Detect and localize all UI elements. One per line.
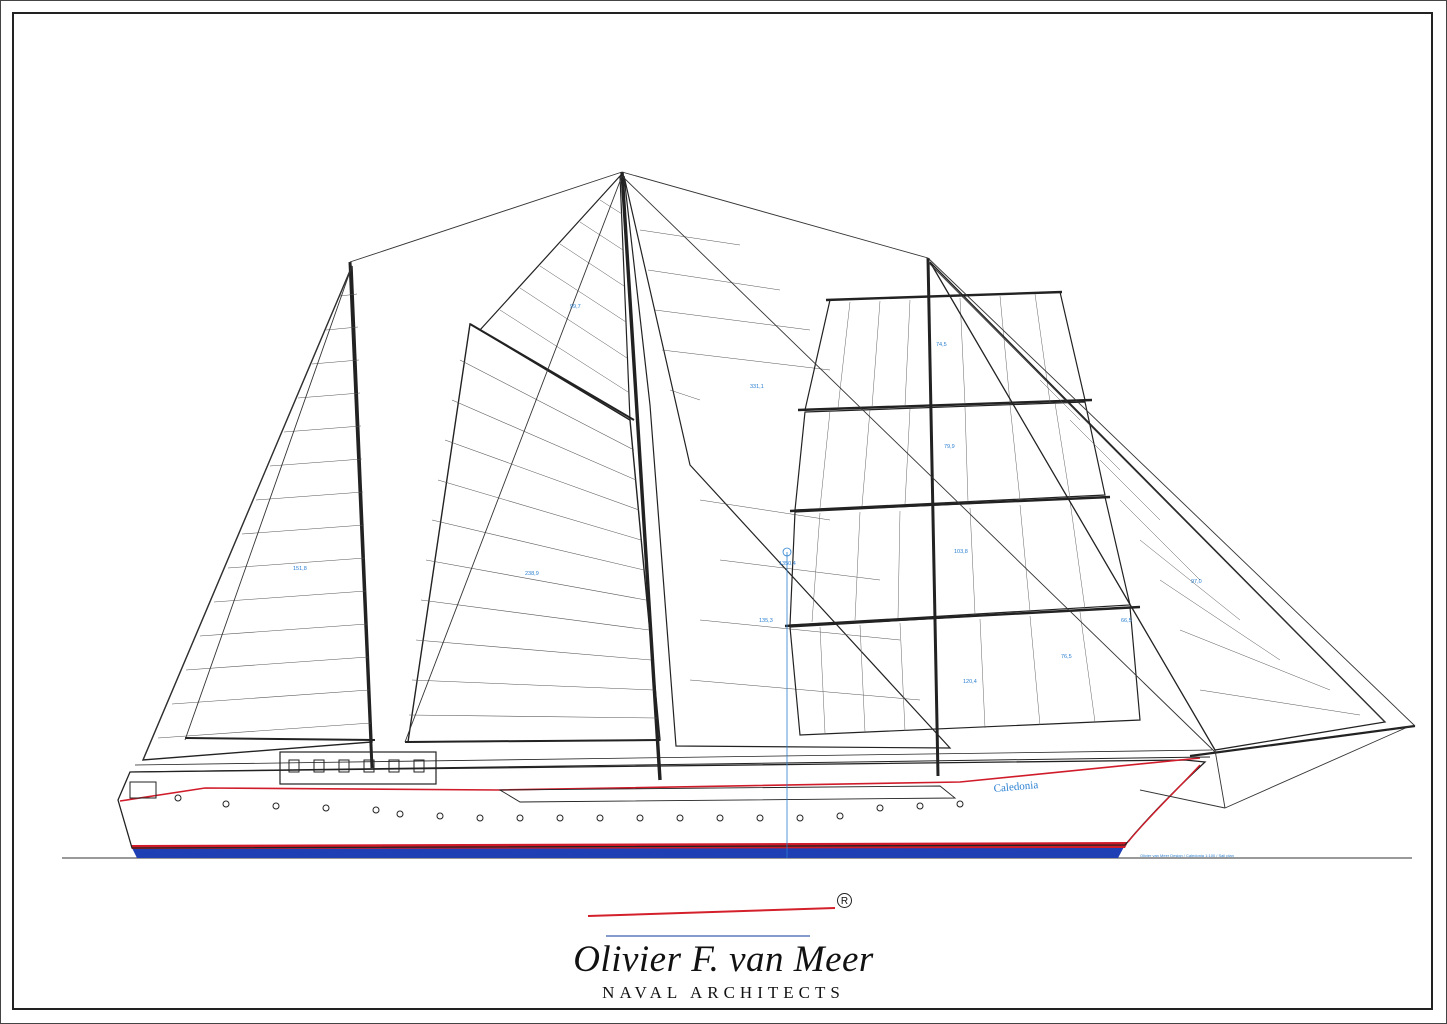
deck-line bbox=[129, 756, 1211, 773]
sail-area-label: 1350,4 bbox=[779, 561, 796, 567]
stern-windows bbox=[129, 781, 157, 799]
sail-area-label: 151,8 bbox=[293, 566, 307, 572]
sail-area-label: 66,5 bbox=[1121, 618, 1132, 624]
main-sail bbox=[407, 322, 661, 743]
main-sail-seams bbox=[408, 359, 658, 719]
fore-sail-seams bbox=[811, 293, 1096, 734]
registered-mark: R bbox=[837, 893, 852, 908]
deckhouse-window bbox=[288, 759, 300, 773]
standing-rigging bbox=[142, 171, 1416, 809]
sail-area-label: 120,4 bbox=[963, 679, 977, 685]
brand-subtitle: NAVAL ARCHITECTS bbox=[602, 983, 845, 1002]
mizzen-sail bbox=[141, 265, 373, 761]
sail-centre-mark bbox=[782, 547, 792, 557]
mizzen-sail-seams bbox=[157, 293, 372, 739]
sail-area-label: 97,0 bbox=[1191, 579, 1202, 585]
sail-area-label: 238,9 bbox=[525, 571, 539, 577]
sail-area-label: 74,5 bbox=[936, 342, 947, 348]
deckhouse-window bbox=[413, 759, 425, 773]
drawing-frame bbox=[12, 12, 1433, 1010]
sail-area-label: 99,7 bbox=[570, 304, 581, 310]
bowsprit bbox=[1189, 724, 1416, 758]
fore-mast bbox=[926, 257, 940, 777]
drawing-footnote: Olivier van Meer Design / Caledonia 1:10… bbox=[1140, 853, 1234, 858]
deck-rail bbox=[498, 785, 957, 803]
vessel-name-label: Caledonia bbox=[993, 779, 1039, 795]
portholes bbox=[174, 794, 964, 822]
deckhouse-window bbox=[313, 759, 325, 773]
sail-area-label: 79,9 bbox=[944, 444, 955, 450]
main-topsail-seams bbox=[499, 199, 629, 393]
sail-area-label: 135,3 bbox=[759, 618, 773, 624]
mizzen-mast bbox=[348, 261, 374, 769]
brand-name: Olivier F. van Meer bbox=[573, 939, 874, 980]
deckhouse-window bbox=[363, 759, 375, 773]
fore-yards bbox=[784, 290, 1141, 628]
deckhouse-window bbox=[338, 759, 350, 773]
sail-area-label: 103,8 bbox=[954, 549, 968, 555]
mizzen-boom bbox=[184, 737, 376, 741]
sail-area-label: 331,1 bbox=[750, 384, 764, 390]
deckhouse bbox=[279, 751, 437, 785]
main-topsail bbox=[479, 174, 631, 422]
deckhouse-window bbox=[388, 759, 400, 773]
logo-red-line bbox=[587, 907, 836, 917]
main-staysail bbox=[623, 175, 952, 749]
jib-seams bbox=[1039, 379, 1361, 716]
bow-line bbox=[1127, 764, 1201, 843]
jib bbox=[929, 261, 1387, 751]
main-boom bbox=[404, 739, 661, 743]
sail-area-label: 76,5 bbox=[1061, 654, 1072, 660]
main-staysail-seams bbox=[639, 229, 921, 701]
